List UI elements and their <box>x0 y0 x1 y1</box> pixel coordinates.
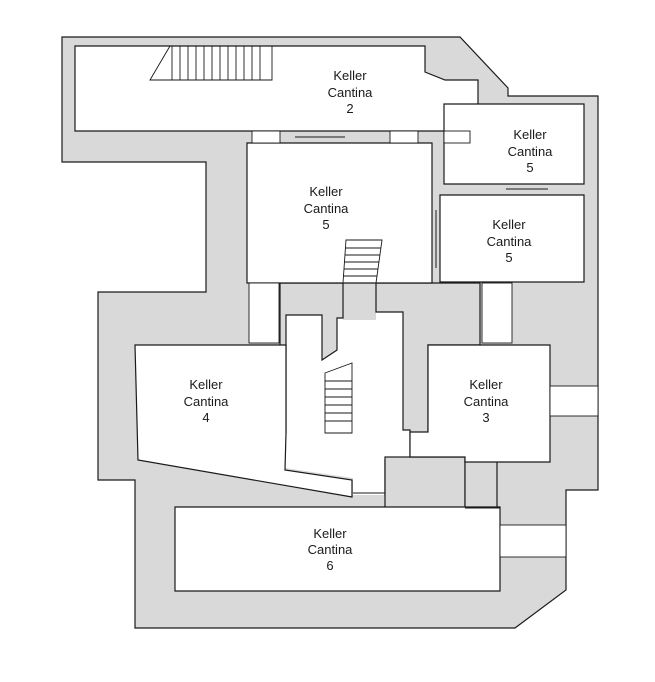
hall-lower-wall <box>464 459 498 509</box>
label-room-c: Keller Cantina 5 <box>508 127 554 175</box>
svg-text:Keller: Keller <box>492 217 526 232</box>
label-room-g: Keller Cantina 6 <box>308 526 354 573</box>
svg-text:4: 4 <box>202 410 209 425</box>
label-room-b: Keller Cantina 5 <box>304 184 350 232</box>
svg-text:Cantina: Cantina <box>328 85 374 100</box>
svg-text:Keller: Keller <box>189 377 223 392</box>
room-a-area <box>74 45 479 132</box>
svg-text:Cantina: Cantina <box>308 542 354 557</box>
staircase-lower <box>324 362 353 434</box>
label-room-e: Keller Cantina 4 <box>184 377 230 425</box>
room-c-area <box>443 103 585 185</box>
svg-text:Cantina: Cantina <box>487 234 533 249</box>
window-4 <box>248 282 280 344</box>
window-6 <box>549 385 599 417</box>
svg-text:5: 5 <box>322 217 329 232</box>
room-g-area <box>174 506 501 592</box>
svg-text:5: 5 <box>505 250 512 265</box>
window-3 <box>443 130 471 144</box>
svg-text:Cantina: Cantina <box>184 394 230 409</box>
window-2 <box>389 130 419 144</box>
room-d-area <box>439 194 585 283</box>
svg-text:3: 3 <box>482 410 489 425</box>
window-5 <box>481 282 513 344</box>
svg-text:Cantina: Cantina <box>464 394 510 409</box>
window-1 <box>251 130 281 144</box>
svg-text:Keller: Keller <box>309 184 343 199</box>
svg-text:Keller: Keller <box>313 526 347 541</box>
svg-text:Cantina: Cantina <box>508 144 554 159</box>
svg-text:Keller: Keller <box>469 377 503 392</box>
svg-text:Cantina: Cantina <box>304 201 350 216</box>
label-room-d: Keller Cantina 5 <box>487 217 533 265</box>
room-b-area <box>246 142 433 284</box>
label-room-a: Keller Cantina 2 <box>328 68 374 116</box>
svg-text:6: 6 <box>326 558 333 573</box>
room-e-area <box>134 344 353 498</box>
hall-pier <box>384 456 466 513</box>
svg-text:2: 2 <box>346 101 353 116</box>
svg-text:Keller: Keller <box>333 68 367 83</box>
window-7 <box>499 524 567 558</box>
room-f-area <box>409 344 551 463</box>
label-room-f: Keller Cantina 3 <box>464 377 510 425</box>
staircase-center <box>342 239 383 284</box>
staircase-top <box>149 45 273 81</box>
svg-text:5: 5 <box>526 160 533 175</box>
svg-text:Keller: Keller <box>513 127 547 142</box>
